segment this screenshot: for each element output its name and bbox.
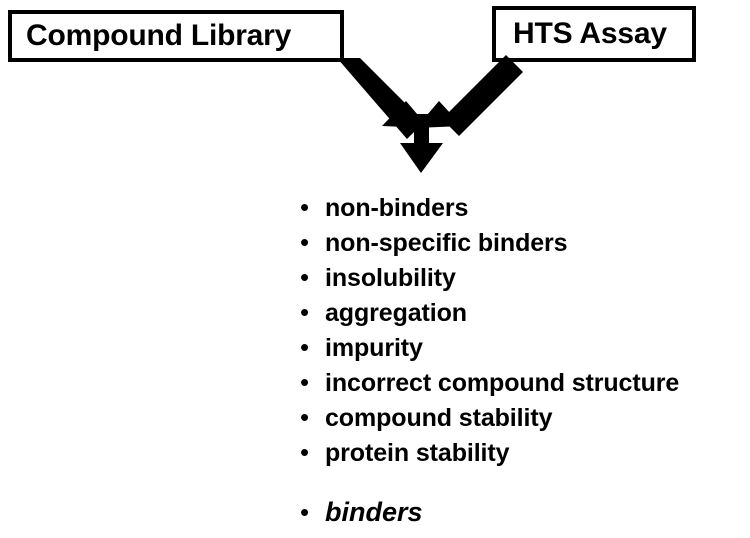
list-item-label: insolubility — [325, 264, 456, 292]
source-box-hts-assay-label: HTS Assay — [513, 17, 667, 50]
highlight-item-label: binders — [325, 497, 423, 527]
list-item-label: protein stability — [325, 439, 510, 467]
source-box-compound-library-label: Compound Library — [26, 19, 292, 52]
list-item: • non-specific binders — [300, 225, 750, 260]
list-item-label: non-specific binders — [325, 229, 568, 257]
list-item-label: compound stability — [325, 404, 553, 432]
bullet-icon: • — [300, 497, 310, 527]
source-box-compound-library: Compound Library — [8, 10, 344, 62]
arrow-from-hts-assay-icon — [416, 55, 523, 136]
source-box-hts-assay: HTS Assay — [492, 6, 696, 62]
arrow-from-compound-library-icon — [337, 58, 429, 139]
list-item: • incorrect compound structure — [300, 365, 750, 400]
arrow-merged-down-icon — [400, 114, 443, 173]
highlight-item-binders: • binders — [300, 495, 423, 530]
list-item: • insolubility — [300, 260, 750, 295]
list-item: • impurity — [300, 330, 750, 365]
list-item-label: non-binders — [325, 194, 469, 222]
list-item: • aggregation — [300, 295, 750, 330]
list-item-label: aggregation — [325, 299, 467, 327]
bullet-icon: • — [300, 297, 310, 327]
bullet-icon: • — [300, 402, 310, 432]
list-item: • protein stability — [300, 435, 750, 470]
list-item: • compound stability — [300, 400, 750, 435]
bullet-icon: • — [300, 367, 310, 397]
outcomes-list: • non-binders • non-specific binders • i… — [300, 190, 750, 470]
bullet-icon: • — [300, 192, 310, 222]
bullet-icon: • — [300, 227, 310, 257]
list-item-label: impurity — [325, 334, 423, 362]
list-item-label: incorrect compound structure — [325, 369, 680, 397]
list-item: • non-binders — [300, 190, 750, 225]
bullet-icon: • — [300, 262, 310, 292]
bullet-icon: • — [300, 332, 310, 362]
bullet-icon: • — [300, 437, 310, 467]
